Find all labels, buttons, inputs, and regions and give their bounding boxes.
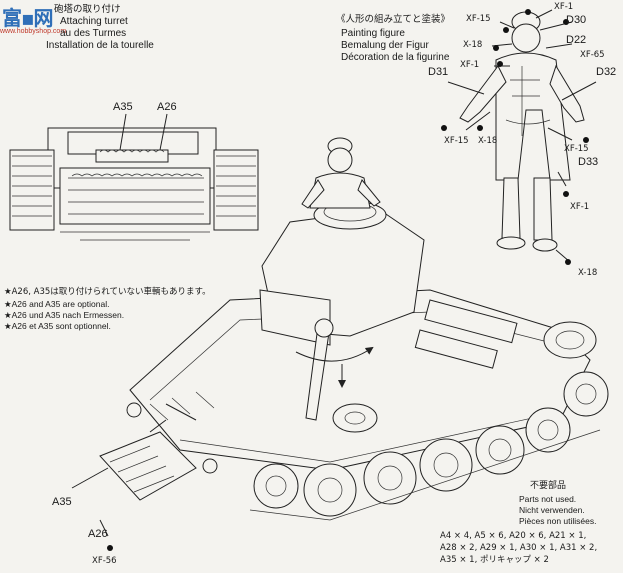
logo-mark: 富▪网 <box>2 6 54 30</box>
optional-note-en: ★A26 and A35 are optional. <box>4 299 110 309</box>
callout-xf65: XF-65 <box>580 50 605 60</box>
unused-list-line1: A4 × 4, A5 × 6, A20 × 6, A21 × 1, <box>440 531 587 541</box>
callout-x18-a: X-18 <box>463 40 483 50</box>
callout-d33: D33 <box>578 156 599 168</box>
callout-d22: D22 <box>566 34 587 46</box>
turret-title-en: Attaching turret <box>60 16 128 27</box>
callout-x18-b: X-18 <box>478 136 498 146</box>
turret-title-jp: 砲塔の取り付け <box>54 4 121 15</box>
callout-xf1-low: XF-1 <box>570 202 590 212</box>
optional-note-fr: ★A26 et A35 sont optionnel. <box>4 321 111 331</box>
callout-xf1-mid: XF-1 <box>460 60 480 70</box>
callout-d31: D31 <box>428 66 449 78</box>
callout-xf15-top: XF-15 <box>466 14 491 24</box>
callout-xf15-left: XF-15 <box>444 136 469 146</box>
callout-a35-bottom: A35 <box>52 496 72 508</box>
optional-note-jp: ★A26, A35は取り付けられていない車輌もあります。 <box>4 287 211 297</box>
figure-soldier <box>459 11 585 252</box>
callout-xf15-right: XF-15 <box>564 144 589 154</box>
unused-de: Nicht verwenden. <box>519 505 585 515</box>
callout-xf1-top: XF-1 <box>554 2 574 12</box>
unused-list-line2: A28 × 2, A29 × 1, A30 × 1, A31 × 2, <box>440 543 598 553</box>
turret-title-de: au des Turmes <box>60 28 127 39</box>
callout-xf56: XF-56 <box>92 556 117 566</box>
figure-title-en: Painting figure <box>341 28 405 39</box>
turret-rear-view <box>9 113 259 241</box>
figure-title-fr: Décoration de la figurine <box>341 52 450 63</box>
figure-title-de: Bemalung der Figur <box>341 40 429 51</box>
callout-x18-c: X-18 <box>578 268 598 278</box>
unused-fr: Pièces non utilisées. <box>519 516 597 526</box>
callout-a26-bottom: A26 <box>88 528 108 540</box>
figure-title-jp: 《人形の組み立てと塗装》 <box>336 14 451 25</box>
unused-en: Parts not used. <box>519 494 577 504</box>
callout-d30: D30 <box>566 14 587 26</box>
callout-d32: D32 <box>596 66 617 78</box>
tank-main-drawing <box>71 9 609 551</box>
callout-a35-top: A35 <box>113 101 133 113</box>
turret-title-fr: Installation de la tourelle <box>46 40 154 51</box>
unused-list-line3: A35 × 1, ポリキャップ × 2 <box>440 555 549 565</box>
site-watermark-logo: 富▪网 www.hobbyshop.com <box>0 0 66 40</box>
logo-url: www.hobbyshop.com <box>0 28 67 35</box>
unused-title-jp: 不要部品 <box>530 481 567 491</box>
callout-a26-top: A26 <box>157 101 177 113</box>
optional-note-de: ★A26 und A35 nach Ermessen. <box>4 310 125 320</box>
